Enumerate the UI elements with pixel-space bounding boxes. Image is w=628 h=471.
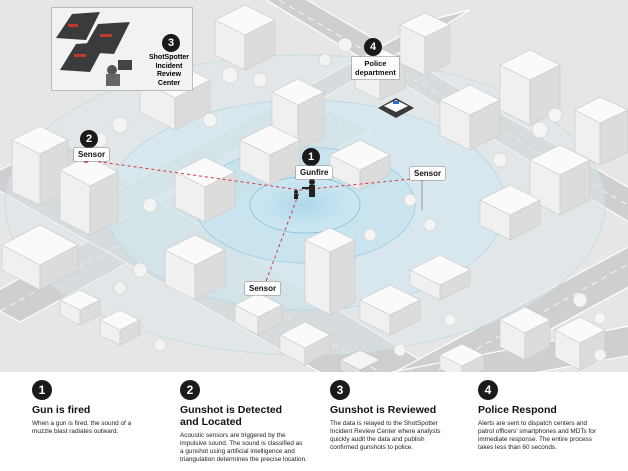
step-number: 1	[32, 380, 52, 400]
building	[329, 139, 391, 191]
building	[234, 292, 283, 336]
building	[279, 321, 331, 366]
building	[409, 254, 471, 301]
step-title: Gunshot is Reviewed	[330, 404, 437, 416]
review-center-badge: 3	[162, 34, 180, 52]
building	[164, 234, 226, 301]
step-number: 4	[478, 380, 498, 400]
step-description: The data is relayed to the ShotSpotter I…	[330, 420, 441, 451]
buildings	[1, 4, 628, 381]
triangulation-lines	[85, 159, 423, 293]
gunfire-badge: 1	[302, 148, 320, 166]
step-title: Gun is fired	[32, 404, 91, 416]
building	[574, 96, 628, 166]
building	[99, 309, 141, 346]
building	[59, 155, 119, 236]
building	[439, 84, 501, 151]
shooter-figure	[302, 179, 315, 197]
building	[359, 284, 421, 336]
sensor-label-bottom: Sensor	[245, 282, 281, 295]
building	[174, 156, 236, 223]
building	[11, 125, 69, 206]
building	[239, 124, 301, 186]
sensor-label-left: Sensor	[74, 148, 110, 161]
gunfire-label: Gunfire	[296, 166, 333, 179]
step-number: 2	[180, 380, 200, 400]
step-description: When a gun is fired, the sound of a muzz…	[32, 420, 132, 435]
sensor-label-right: Sensor	[410, 167, 446, 180]
police-department-label: Police department	[352, 57, 399, 79]
building	[304, 227, 356, 316]
step-number: 3	[330, 380, 350, 400]
building	[59, 289, 101, 326]
building	[399, 12, 451, 76]
step-description: Acoustic sensors are triggered by the im…	[180, 432, 307, 463]
building	[214, 4, 276, 71]
review-center-label: ShotSpotter Incident Review Center	[148, 54, 190, 87]
review-center-illustration	[52, 8, 192, 90]
step-title: Police Respond	[478, 404, 557, 416]
step-description: Alerts are sent to dispatch centers and …	[478, 420, 596, 451]
trees	[92, 37, 607, 362]
police-car	[378, 98, 414, 118]
victim-figure	[294, 190, 298, 199]
review-center-inset: 3 ShotSpotter Incident Review Center	[52, 8, 192, 90]
police-department-badge: 4	[364, 38, 382, 56]
building	[1, 224, 79, 291]
building	[479, 184, 541, 241]
sensor-badge: 2	[80, 130, 98, 148]
building	[499, 306, 551, 361]
step-title: Gunshot is Detected and Located	[180, 404, 283, 428]
steps-legend: 1 Gun is fired When a gun is fired, the …	[0, 372, 628, 471]
